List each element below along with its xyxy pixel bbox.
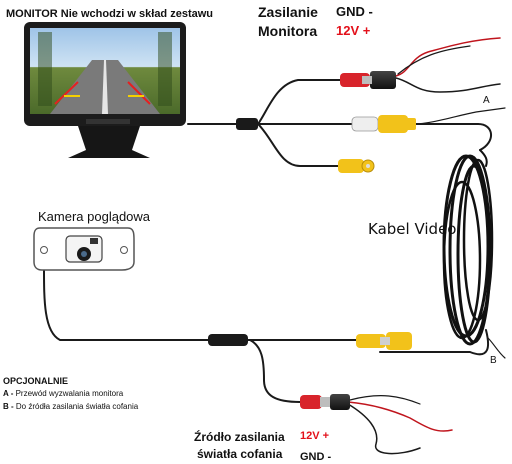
option-b-text: Do źródła zasilania światła cofania	[13, 402, 139, 411]
monitor-12v-label: 12V +	[336, 23, 371, 38]
rca-yellow-camera	[356, 332, 412, 350]
camera-device	[33, 227, 135, 271]
video-cable-label: Kabel Video	[368, 220, 457, 238]
monitor-label: MONITOR Nie wchodzi w skład zestawu	[6, 8, 214, 20]
source-gnd-label: GND -	[300, 451, 332, 463]
wire-label-a: A	[483, 95, 490, 106]
camera-label: Kamera poglądowa	[38, 209, 151, 224]
option-a-text: Przewód wyzwalania monitora	[13, 389, 124, 398]
source-12v-label: 12V +	[300, 430, 330, 442]
monitor-gnd-label: GND -	[336, 4, 373, 19]
option-a: A - Przewód wyzwalania monitora	[3, 390, 123, 398]
cables	[43, 37, 506, 455]
options-title: OPCJONALNIE	[3, 376, 69, 386]
monitor-power-line1: Zasilanie	[258, 4, 318, 20]
wire-label-b: B	[490, 355, 497, 366]
rca-yellow-spare	[338, 159, 375, 173]
option-b: B - Do źródła zasilania światła cofania	[3, 403, 138, 411]
option-a-key: A -	[3, 389, 14, 398]
option-b-key: B -	[3, 402, 14, 411]
rca-white-video	[351, 115, 416, 133]
source-power-line2: światła cofania	[197, 447, 283, 461]
source-power-line1: Źródło zasilania	[194, 430, 285, 444]
rca-red-reverse-power	[300, 394, 350, 410]
rca-red-monitor-power	[340, 71, 396, 89]
monitor-power-line2: Monitora	[258, 23, 318, 39]
monitor-device	[24, 22, 186, 158]
